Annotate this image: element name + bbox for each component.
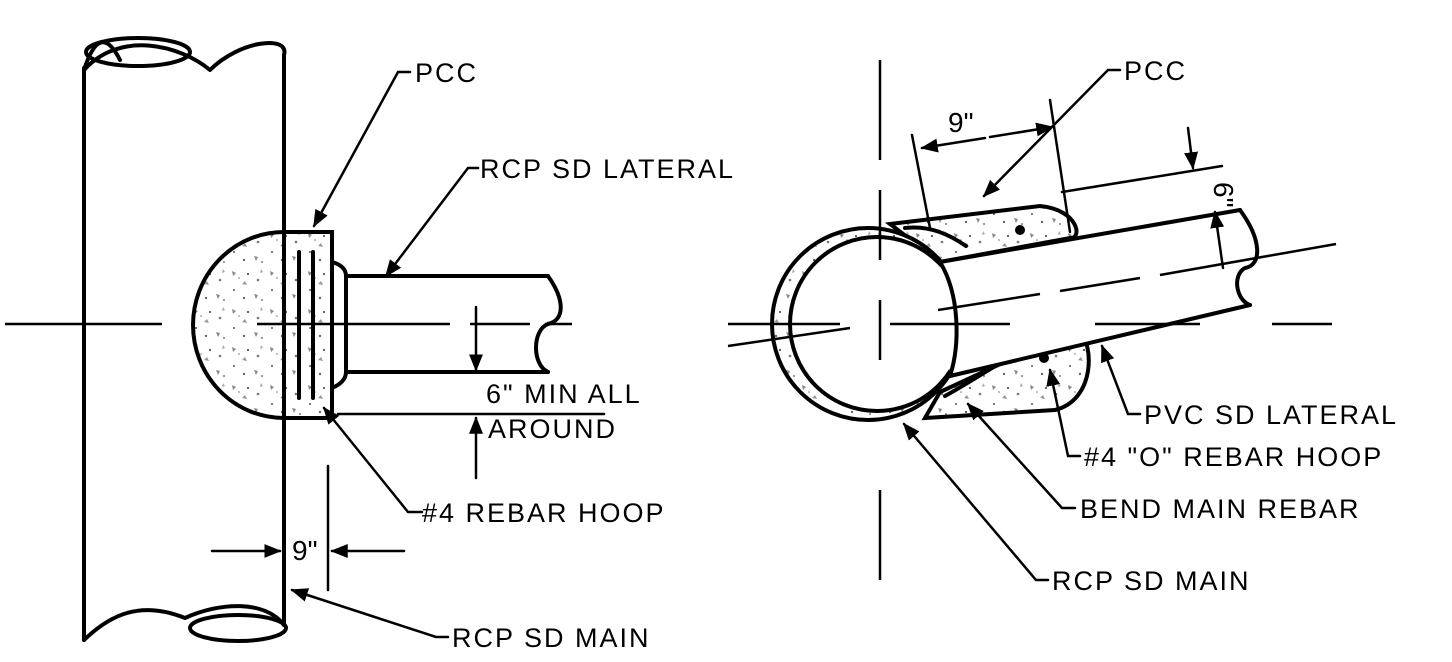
left-9-dimension — [210, 464, 406, 592]
lateral-axis-d — [1159, 242, 1337, 277]
label-rcp-sd-main-right: RCP SD MAIN — [1052, 566, 1251, 596]
lateral-axis-a — [727, 326, 851, 348]
bend-rebar-top — [903, 225, 968, 248]
label-bend-main-rebar: BEND MAIN REBAR — [1080, 494, 1361, 524]
label-rcp-sd-lateral: RCP SD LATERAL — [480, 154, 735, 184]
label-pvc-sd-lateral: PVC SD LATERAL — [1144, 400, 1398, 430]
leader-main-right — [902, 422, 1050, 582]
bend-rebar-bottom — [943, 366, 994, 398]
rebar-dot-top — [1015, 225, 1025, 235]
pvc-lateral-pipe — [938, 208, 1260, 378]
label-rcp-sd-main-left: RCP SD MAIN — [452, 623, 651, 653]
rcp-main-pipe — [82, 36, 288, 643]
lateral-axis-c — [1059, 276, 1141, 293]
label-pcc-right: PCC — [1124, 56, 1187, 86]
right-view: PCC 9" 6" PVC SD LATERAL #4 "O" REBAR HO… — [727, 56, 1398, 596]
label-min-clearance-2: AROUND — [488, 414, 617, 444]
label-rebar-hoop-left: #4 REBAR HOOP — [422, 498, 666, 528]
label-dim-9-right: 9" — [948, 107, 974, 138]
label-min-clearance-1: 6" MIN ALL — [486, 379, 642, 409]
right-9-dimension — [910, 98, 1072, 234]
min-clearance-dimension — [336, 305, 606, 480]
right-6-dimension — [1060, 126, 1225, 270]
lateral-axis-b — [937, 292, 1041, 312]
label-dim-9-left: 9" — [292, 535, 318, 566]
rebar-dot-bottom — [1039, 353, 1049, 363]
leader-bend-rebar — [966, 402, 1077, 510]
leader-rebar-right — [1046, 368, 1082, 458]
leader-pvc-lateral — [1100, 344, 1142, 416]
rcp-main-circle — [770, 226, 966, 422]
left-view: PCC RCP SD LATERAL 6" MIN ALL AROUND #4 … — [5, 36, 735, 653]
label-pcc-left: PCC — [415, 58, 478, 88]
leader-main-left — [290, 588, 450, 639]
leader-lateral-left — [384, 166, 480, 278]
leader-pcc-left — [312, 70, 412, 228]
label-rebar-hoop-right: #4 "O" REBAR HOOP — [1084, 442, 1383, 472]
leader-pcc-right — [982, 68, 1122, 198]
leader-rebar-left — [322, 406, 424, 514]
label-dim-6-right: 6" — [1208, 182, 1239, 208]
